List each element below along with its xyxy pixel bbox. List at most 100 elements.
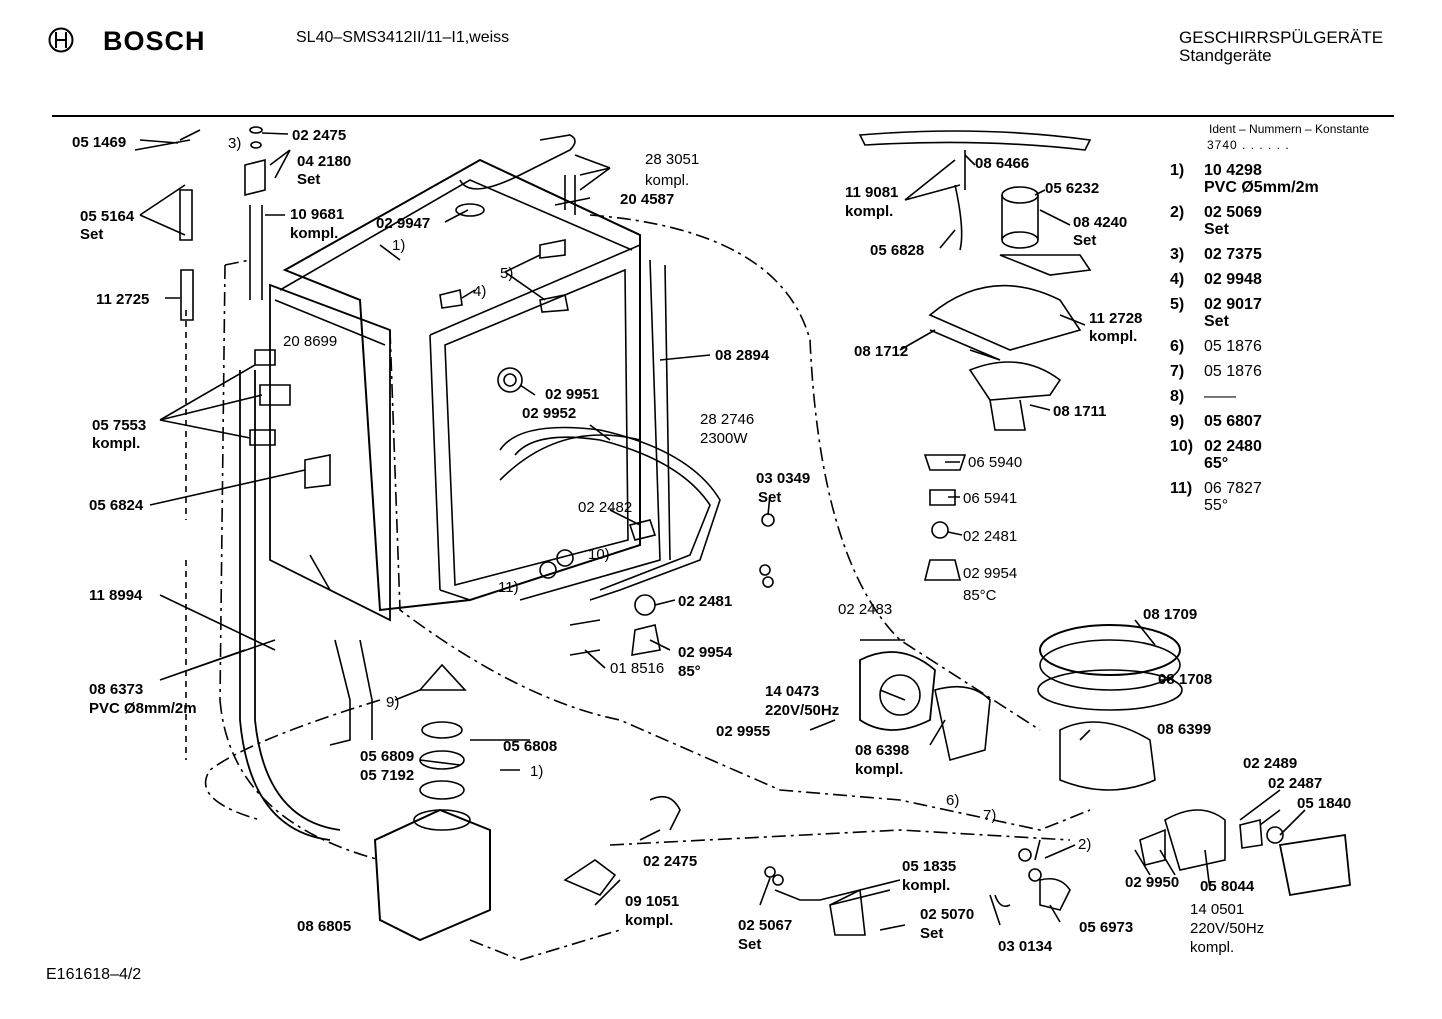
label-029952: 02 9952 xyxy=(522,405,576,422)
legend-item-value: 02 9017 xyxy=(1204,296,1262,313)
label-208699: 20 8699 xyxy=(283,333,337,350)
label-086466: 08 6466 xyxy=(975,155,1029,172)
label-029954-right-temp: 85°C xyxy=(963,587,997,604)
label-091051: 09 1051 xyxy=(625,893,679,910)
label-025070-set: Set xyxy=(920,925,943,942)
label-042180: 04 2180 xyxy=(297,153,351,170)
label-056824: 05 6824 xyxy=(89,497,144,514)
label-018516: 01 8516 xyxy=(610,660,664,677)
legend-item: 4) 02 9948 xyxy=(1170,271,1400,296)
legend-item-key: 8) xyxy=(1170,388,1185,405)
label-025067: 02 5067 xyxy=(738,917,792,934)
label-022481-mid: 02 2481 xyxy=(678,593,732,610)
legend-item-value: 06 7827 xyxy=(1204,480,1262,497)
label-029955: 02 9955 xyxy=(716,723,770,740)
label-109681: 10 9681 xyxy=(290,206,344,223)
label-112725: 11 2725 xyxy=(96,291,149,308)
legend-item-value: 02 7375 xyxy=(1204,246,1262,263)
legend-item-value: 10 4298 xyxy=(1204,162,1262,179)
label-140501-voltage: 220V/50Hz xyxy=(1190,920,1264,937)
label-140501-kompl: kompl. xyxy=(1190,939,1234,956)
label-081711: 08 1711 xyxy=(1053,403,1106,420)
legend-item-key: 2) xyxy=(1170,204,1185,221)
label-051835-kompl: kompl. xyxy=(902,877,950,894)
legend-item-value: 05 6807 xyxy=(1204,413,1262,430)
label-ref-10: 10) xyxy=(588,546,610,563)
label-112728-kompl: kompl. xyxy=(1089,328,1137,345)
label-056808: 05 6808 xyxy=(503,738,557,755)
legend-item-detail: Set xyxy=(1204,221,1229,238)
drawing-code: E161618–4/2 xyxy=(46,966,142,983)
label-029947: 02 9947 xyxy=(376,215,430,232)
label-022475-bottom: 02 2475 xyxy=(643,853,697,870)
legend-item-value: 05 1876 xyxy=(1204,338,1262,355)
legend-item-key: 6) xyxy=(1170,338,1185,355)
label-ref-1-bottom: 1) xyxy=(530,763,543,780)
label-029954-right: 02 9954 xyxy=(963,565,1017,582)
label-065941: 06 5941 xyxy=(963,490,1017,507)
label-042180-set: Set xyxy=(297,171,320,188)
label-283051: 28 3051 xyxy=(645,151,699,168)
header-rule xyxy=(52,115,1394,117)
label-081709: 08 1709 xyxy=(1143,606,1197,623)
legend-item-detail: Set xyxy=(1204,313,1229,330)
legend-item: 6) 05 1876 xyxy=(1170,338,1400,363)
legend-item: 7)05 1876 xyxy=(1170,363,1400,388)
label-051840: 05 1840 xyxy=(1297,795,1351,812)
legend-item-value: 02 5069 xyxy=(1204,204,1262,221)
label-ref-4: 4) xyxy=(473,283,486,300)
label-030349-set: Set xyxy=(758,489,781,506)
category-title: GESCHIRRSPÜLGERÄTE Standgeräte xyxy=(1179,29,1383,65)
legend-title: Ident – Nummern – Konstante xyxy=(1209,122,1370,136)
label-ref-2: 2) xyxy=(1078,836,1091,853)
legend-item: 9)05 6807 xyxy=(1170,413,1400,438)
label-282746: 28 2746 xyxy=(700,411,754,428)
legend-item-key: 7) xyxy=(1170,363,1185,380)
label-ref-6: 6) xyxy=(946,792,959,809)
legend-item-value: —— xyxy=(1204,388,1236,405)
label-084240: 08 4240 xyxy=(1073,214,1127,231)
label-051835: 05 1835 xyxy=(902,858,956,875)
legend-item-value: 02 9948 xyxy=(1204,271,1262,288)
model-title: SL40–SMS3412II/11–I1,weiss xyxy=(296,29,510,46)
label-086805: 08 6805 xyxy=(297,918,351,935)
label-109681-kompl: kompl. xyxy=(290,225,338,242)
legend-item-key: 1) xyxy=(1170,162,1185,179)
label-055164-set: Set xyxy=(80,226,103,243)
legend-item-detail: 55° xyxy=(1204,497,1229,514)
legend-item-key: 3) xyxy=(1170,246,1185,263)
label-084240-set: Set xyxy=(1073,232,1096,249)
label-204587: 20 4587 xyxy=(620,191,674,208)
label-058044: 05 8044 xyxy=(1200,878,1255,895)
label-029954-mid: 02 9954 xyxy=(678,644,733,661)
label-022481-right: 02 2481 xyxy=(963,528,1017,545)
label-057553-kompl: kompl. xyxy=(92,435,140,452)
legend-item: 8) —— xyxy=(1170,388,1400,413)
label-022482: 02 2482 xyxy=(578,499,632,516)
label-022487: 02 2487 xyxy=(1268,775,1322,792)
label-086398-kompl: kompl. xyxy=(855,761,903,778)
label-056232: 05 6232 xyxy=(1045,180,1099,197)
label-091051-kompl: kompl. xyxy=(625,912,673,929)
legend-item: 3) 02 7375 xyxy=(1170,246,1400,271)
legend-item-key: 11) xyxy=(1170,480,1193,497)
label-022483: 02 2483 xyxy=(838,601,892,618)
label-025067-set: Set xyxy=(738,936,761,953)
label-022475-top: 02 2475 xyxy=(292,127,346,144)
legend-constant: 3740 . . . . . . xyxy=(1207,138,1290,152)
label-056973: 05 6973 xyxy=(1079,919,1133,936)
label-086373: 08 6373 xyxy=(89,681,143,698)
label-283051-kompl: kompl. xyxy=(645,172,689,189)
legend-item-detail: PVC Ø5mm/2m xyxy=(1204,179,1319,196)
label-pvc8: PVC Ø8mm/2m xyxy=(89,700,197,717)
label-029954-mid-temp: 85° xyxy=(678,663,701,680)
label-029950: 02 9950 xyxy=(1125,874,1179,891)
legend-item-key: 4) xyxy=(1170,271,1185,288)
label-118994: 11 8994 xyxy=(89,587,143,604)
label-056809: 05 6809 xyxy=(360,748,414,765)
